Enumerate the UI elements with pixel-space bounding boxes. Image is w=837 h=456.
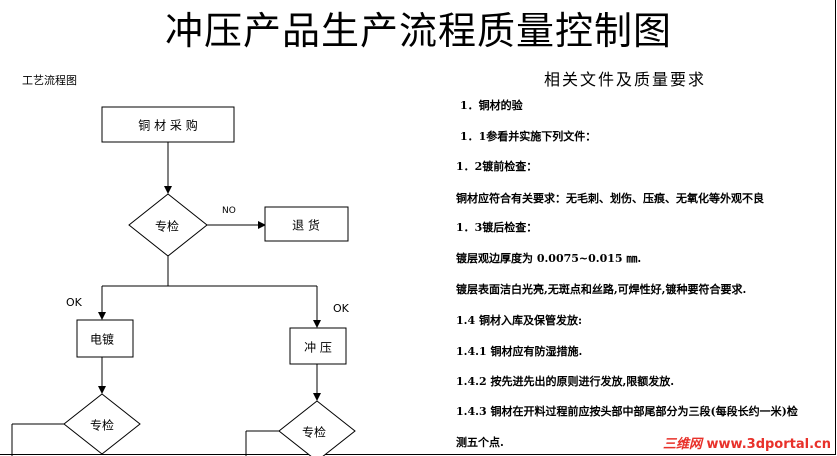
return-box: [264, 206, 349, 242]
edge-label-no: NO: [222, 206, 236, 216]
requirements-title: 相关文件及质量要求: [544, 70, 707, 89]
inspect3-label: 专检: [301, 425, 327, 440]
site-watermark: 三维网 www.3dportal.cn: [663, 433, 831, 452]
plating-label: 电镀: [89, 332, 115, 347]
watermark-url: www.3dportal.cn: [706, 437, 831, 452]
edge-label-ok-right: OK: [333, 302, 349, 315]
process-section-label: 工艺流程图: [22, 74, 77, 87]
stamping-label: 冲 压: [304, 340, 332, 355]
inspect2-label: 专检: [89, 418, 115, 433]
watermark-cn: 三维网: [662, 437, 702, 452]
inspect1-label: 专检: [154, 219, 180, 234]
page-title: 冲压产品生产流程质量控制图: [164, 9, 672, 53]
purchase-label: 铜 材 采 购: [138, 118, 198, 133]
inspect3-diamond: [278, 400, 356, 456]
purchase-box: [101, 106, 235, 143]
stamping-box: [289, 327, 347, 365]
inspect2-diamond: [63, 393, 141, 455]
edge-label-ok-left: OK: [66, 296, 82, 309]
return-label: 退 货: [292, 218, 320, 233]
plating-box: [76, 319, 134, 358]
